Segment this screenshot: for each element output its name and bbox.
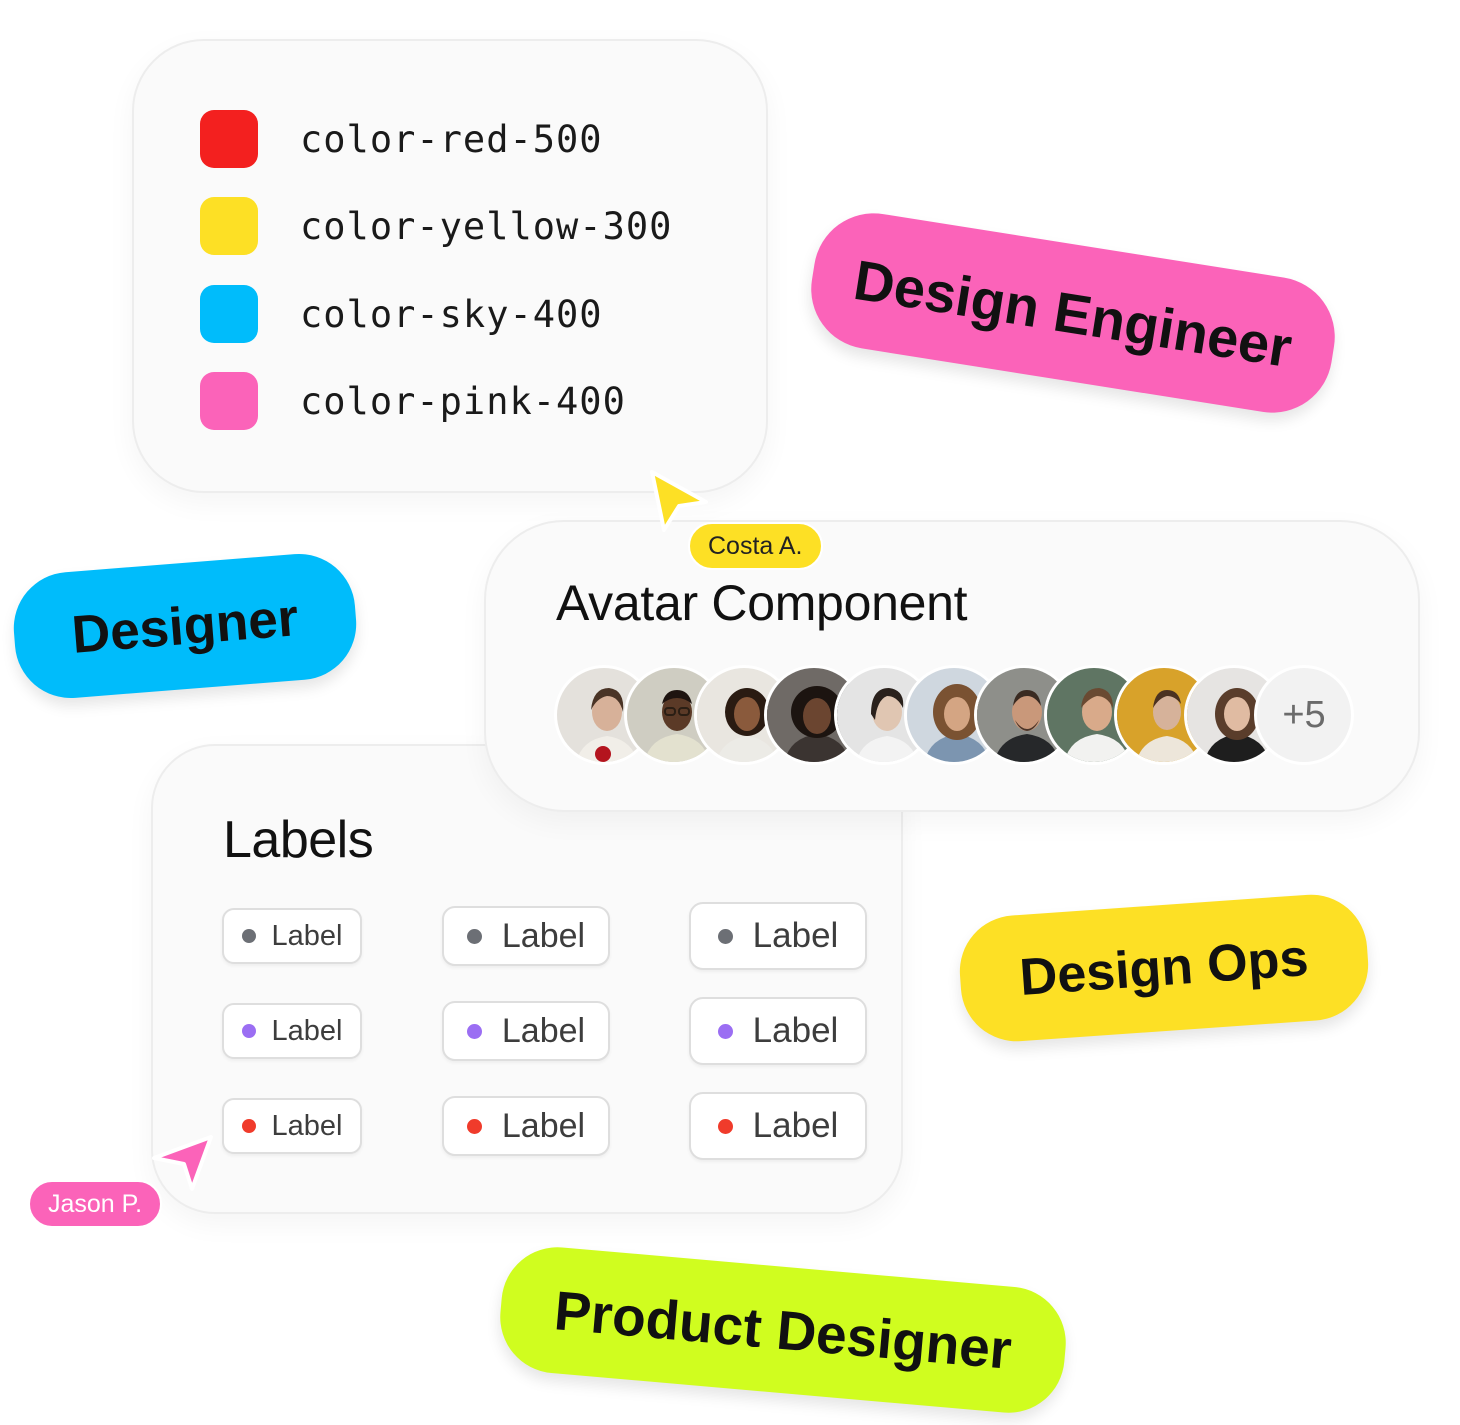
label-chip[interactable]: Label	[689, 997, 867, 1065]
role-tag-design-engineer: Design Engineer	[802, 204, 1344, 422]
avatar-component-card: Avatar Component +5	[484, 520, 1420, 812]
cursor-name-tag: Costa A.	[688, 522, 823, 570]
color-token-row: color-sky-400	[200, 285, 603, 343]
label-chip-text: Label	[752, 1011, 839, 1050]
label-chip[interactable]: Label	[689, 902, 867, 970]
label-chip-text: Label	[501, 1106, 586, 1145]
color-tokens-card: color-red-500 color-yellow-300 color-sky…	[132, 39, 768, 493]
label-chip-text: Label	[752, 916, 839, 955]
label-chip[interactable]: Label	[222, 1003, 362, 1059]
color-swatch-red	[200, 110, 258, 168]
cursor-name-tag: Jason P.	[28, 1180, 163, 1228]
color-swatch-yellow	[200, 197, 258, 255]
red-dot-icon	[241, 1119, 256, 1133]
color-token-row: color-pink-400	[200, 372, 626, 430]
label-chip-text: Label	[501, 1011, 586, 1050]
cursor-arrow-icon	[152, 1135, 213, 1191]
red-dot-icon	[466, 1118, 482, 1134]
label-chip[interactable]: Label	[442, 1096, 610, 1156]
color-token-name: color-yellow-300	[300, 204, 673, 248]
labels-card: Labels Label Label Label Label Label Lab…	[151, 744, 903, 1214]
avatar-card-title: Avatar Component	[556, 575, 968, 631]
role-tag-designer: Designer	[9, 549, 361, 703]
role-tag-product-designer: Product Designer	[495, 1242, 1071, 1418]
label-chip-text: Label	[271, 1014, 343, 1047]
role-tag-design-ops: Design Ops	[956, 890, 1372, 1046]
label-chip-text: Label	[501, 916, 586, 955]
label-chip[interactable]: Label	[442, 1001, 610, 1061]
avatar-overflow-count[interactable]: +5	[1254, 665, 1354, 765]
label-chip[interactable]: Label	[222, 908, 362, 964]
color-token-name: color-sky-400	[300, 292, 603, 336]
gray-dot-icon	[241, 929, 256, 943]
labels-card-title: Labels	[223, 811, 374, 869]
color-token-row: color-yellow-300	[200, 197, 672, 255]
purple-dot-icon	[717, 1023, 733, 1039]
gray-dot-icon	[717, 928, 733, 944]
label-chip[interactable]: Label	[222, 1098, 362, 1154]
purple-dot-icon	[241, 1024, 256, 1038]
label-chip-text: Label	[752, 1106, 839, 1145]
color-token-row: color-red-500	[200, 110, 603, 168]
label-chip[interactable]: Label	[689, 1092, 867, 1160]
label-chip-text: Label	[271, 919, 343, 952]
purple-dot-icon	[466, 1023, 482, 1039]
red-dot-icon	[717, 1118, 733, 1134]
gray-dot-icon	[466, 928, 482, 944]
cursor-arrow-icon	[650, 470, 708, 532]
color-token-name: color-red-500	[300, 117, 603, 161]
label-chip-text: Label	[271, 1109, 343, 1142]
color-swatch-sky	[200, 285, 258, 343]
color-swatch-pink	[200, 372, 258, 430]
color-token-name: color-pink-400	[300, 379, 626, 423]
label-chip[interactable]: Label	[442, 906, 610, 966]
